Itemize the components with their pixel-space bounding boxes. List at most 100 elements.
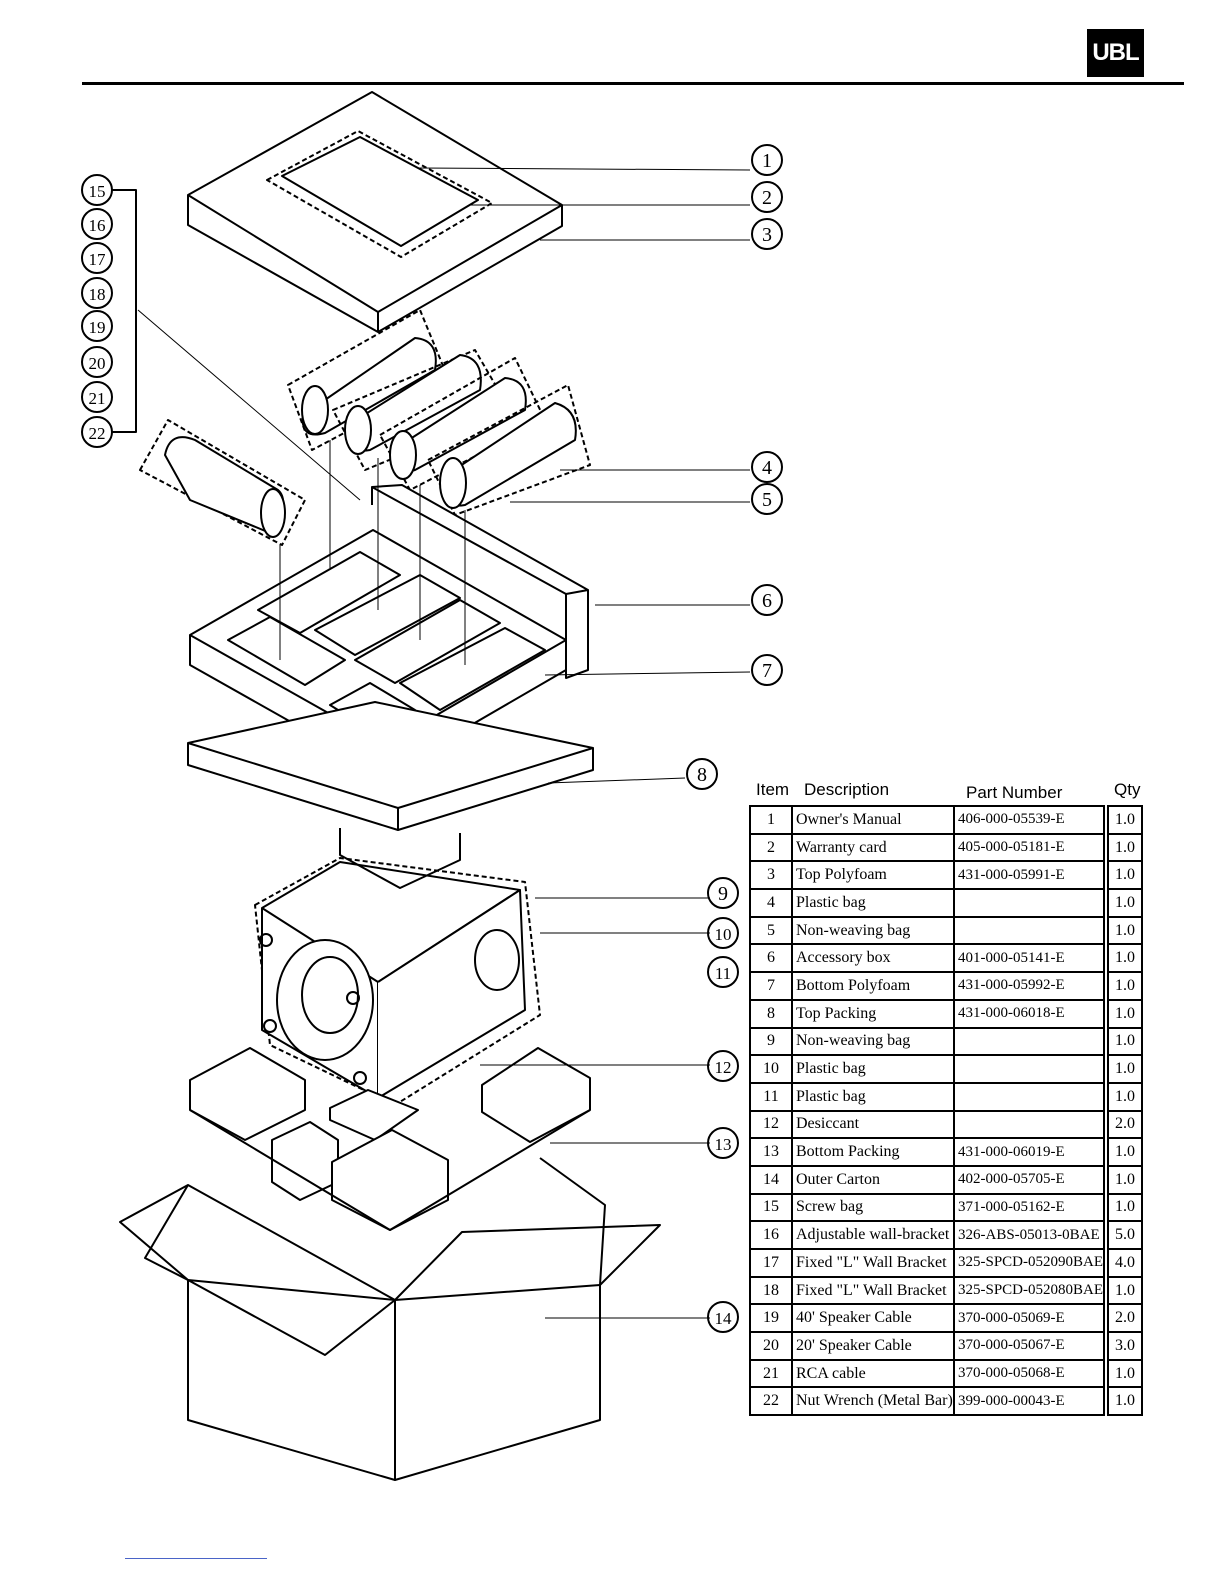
header-description: Description xyxy=(804,780,890,799)
description-cell: Non-weaving bag xyxy=(791,915,955,946)
callout-5: 5 xyxy=(762,489,772,511)
qty-cell: 1.0 xyxy=(1107,1192,1144,1223)
callout-8: 8 xyxy=(697,764,707,786)
callout-22: 22 xyxy=(89,424,106,443)
part-number-cell: 370-000-05067-E xyxy=(952,1331,1106,1361)
callout-2: 2 xyxy=(762,187,772,209)
part-number-cell: 325-SPCD-052080BAE xyxy=(952,1275,1106,1306)
qty-cell: 5.0 xyxy=(1107,1220,1144,1250)
description-cell: Warranty card xyxy=(791,832,955,863)
qty-cell: 2.0 xyxy=(1107,1109,1144,1140)
callout-9: 9 xyxy=(718,883,728,905)
part-number-cell: 402-000-05705-E xyxy=(952,1164,1106,1195)
part-number-cell: 401-000-05141-E xyxy=(952,943,1106,974)
qty-cell: 1.0 xyxy=(1107,971,1144,1001)
item-cell: 15 xyxy=(749,1192,793,1223)
item-cell: 5 xyxy=(749,915,793,946)
part-number-cell: 431-000-05992-E xyxy=(952,971,1106,1001)
item-cell: 21 xyxy=(749,1358,793,1389)
callout-10: 10 xyxy=(715,925,732,944)
description-cell: Non-weaving bag xyxy=(791,1026,955,1057)
part-number-cell: 325-SPCD-052090BAE xyxy=(952,1248,1106,1278)
part-number-cell xyxy=(952,888,1106,918)
item-cell: 14 xyxy=(749,1164,793,1195)
leader-lines xyxy=(112,167,751,1319)
item-cell: 17 xyxy=(749,1248,793,1278)
callout-20: 20 xyxy=(89,354,106,373)
item-cell: 6 xyxy=(749,943,793,974)
description-cell: RCA cable xyxy=(791,1358,955,1389)
description-cell: Plastic bag xyxy=(791,1081,955,1112)
qty-cell: 4.0 xyxy=(1107,1248,1144,1278)
item-cell: 16 xyxy=(749,1220,793,1250)
qty-cell: 1.0 xyxy=(1107,1026,1144,1057)
callout-15: 15 xyxy=(89,182,106,201)
part-number-cell xyxy=(952,1109,1106,1140)
qty-cell: 1.0 xyxy=(1107,1137,1144,1167)
description-cell: Desiccant xyxy=(791,1109,955,1140)
callout-7: 7 xyxy=(762,660,772,682)
description-cell: Outer Carton xyxy=(791,1164,955,1195)
callout-17: 17 xyxy=(89,250,107,269)
part-number-cell: 370-000-05068-E xyxy=(952,1358,1106,1389)
item-cell: 13 xyxy=(749,1137,793,1167)
part-number-cell xyxy=(952,1081,1106,1112)
qty-cell: 1.0 xyxy=(1107,998,1144,1029)
part-number-cell: 405-000-05181-E xyxy=(952,832,1106,863)
callout-4: 4 xyxy=(762,457,772,479)
description-cell: 20' Speaker Cable xyxy=(791,1331,955,1361)
callout-6: 6 xyxy=(762,590,772,612)
top-packing xyxy=(187,701,594,889)
part-number-cell: 370-000-05069-E xyxy=(952,1303,1106,1334)
qty-cell: 1.0 xyxy=(1107,832,1144,863)
item-cell: 9 xyxy=(749,1026,793,1057)
callout-labels: 1 2 3 4 5 6 7 8 9 10 11 12 13 14 15 16 1… xyxy=(89,150,773,1328)
callout-14: 14 xyxy=(715,1309,733,1328)
description-cell: Bottom Packing xyxy=(791,1137,955,1167)
callout-16: 16 xyxy=(89,216,106,235)
callout-18: 18 xyxy=(89,285,106,304)
description-cell: Screw bag xyxy=(791,1192,955,1223)
description-cell: Accessory box xyxy=(791,943,955,974)
description-cell: Fixed "L" Wall Bracket xyxy=(791,1275,955,1306)
item-cell: 12 xyxy=(749,1109,793,1140)
qty-cell: 3.0 xyxy=(1107,1331,1144,1361)
jbl-logo: UBL xyxy=(1087,29,1144,77)
description-cell: Top Polyfoam xyxy=(791,860,955,891)
header-qty: Qty xyxy=(1114,780,1141,799)
item-cell: 20 xyxy=(749,1331,793,1361)
part-number-cell: 431-000-06018-E xyxy=(952,998,1106,1029)
description-cell: Top Packing xyxy=(791,998,955,1029)
qty-cell: 1.0 xyxy=(1107,860,1144,891)
qty-cell: 1.0 xyxy=(1107,1054,1144,1084)
item-cell: 3 xyxy=(749,860,793,891)
description-cell: 40' Speaker Cable xyxy=(791,1303,955,1334)
item-cell: 18 xyxy=(749,1275,793,1306)
description-cell: Owner's Manual xyxy=(791,805,955,835)
description-cell: Plastic bag xyxy=(791,1054,955,1084)
bottom-packing xyxy=(189,1047,591,1231)
description-cell: Adjustable wall-bracket xyxy=(791,1220,955,1250)
item-cell: 22 xyxy=(749,1386,793,1417)
satellite-speakers xyxy=(139,309,591,546)
part-number-cell: 431-000-05991-E xyxy=(952,860,1106,891)
header-part-number: Part Number xyxy=(966,783,1063,802)
callout-circles xyxy=(81,144,783,1333)
item-cell: 19 xyxy=(749,1303,793,1334)
part-number-cell xyxy=(952,1054,1106,1084)
